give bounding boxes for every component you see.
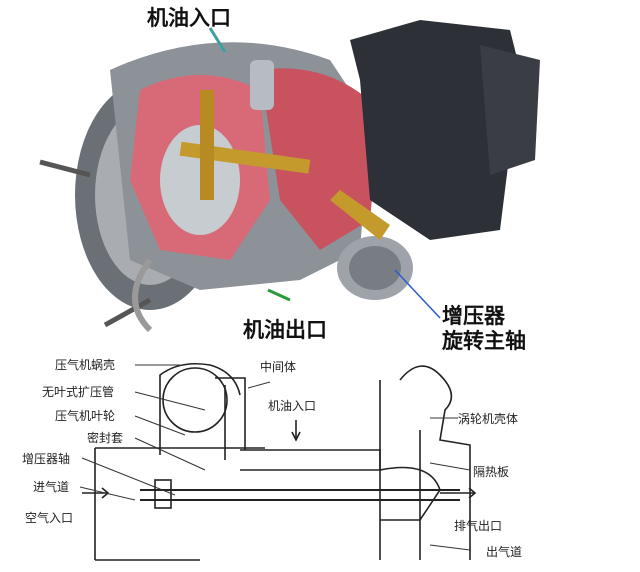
leader-lines (79, 364, 471, 551)
label-vaneless-diffuser: 无叶式扩压管 (42, 385, 115, 399)
label-shaft-line2: 旋转主轴 (442, 329, 526, 353)
cross-section-drawing (82, 362, 477, 561)
cutaway-render (39, 20, 540, 333)
label-air-inlet: 空气入口 (25, 511, 74, 525)
label-seal-sleeve: 密封套 (87, 431, 124, 445)
label-oil-inlet-top: 机油入口 (147, 6, 231, 30)
label-shaft-line1: 增压器 (442, 304, 505, 328)
label-compressor-wheel: 压气机叶轮 (55, 409, 116, 423)
label-turbo-shaft: 增压器轴 (22, 452, 71, 466)
label-compressor-volute: 压气机蜗壳 (55, 358, 116, 372)
label-turbine-housing: 涡轮机壳体 (458, 412, 519, 426)
label-outlet-duct: 出气道 (486, 545, 523, 559)
label-center-housing: 中间体 (260, 360, 297, 374)
label-oil-inlet-diagram: 机油入口 (268, 399, 317, 413)
label-intake-duct: 进气道 (33, 480, 70, 494)
label-heat-shield: 隔热板 (473, 465, 510, 479)
label-exhaust-outlet: 排气出口 (454, 519, 503, 533)
label-oil-outlet: 机油出口 (243, 318, 327, 342)
